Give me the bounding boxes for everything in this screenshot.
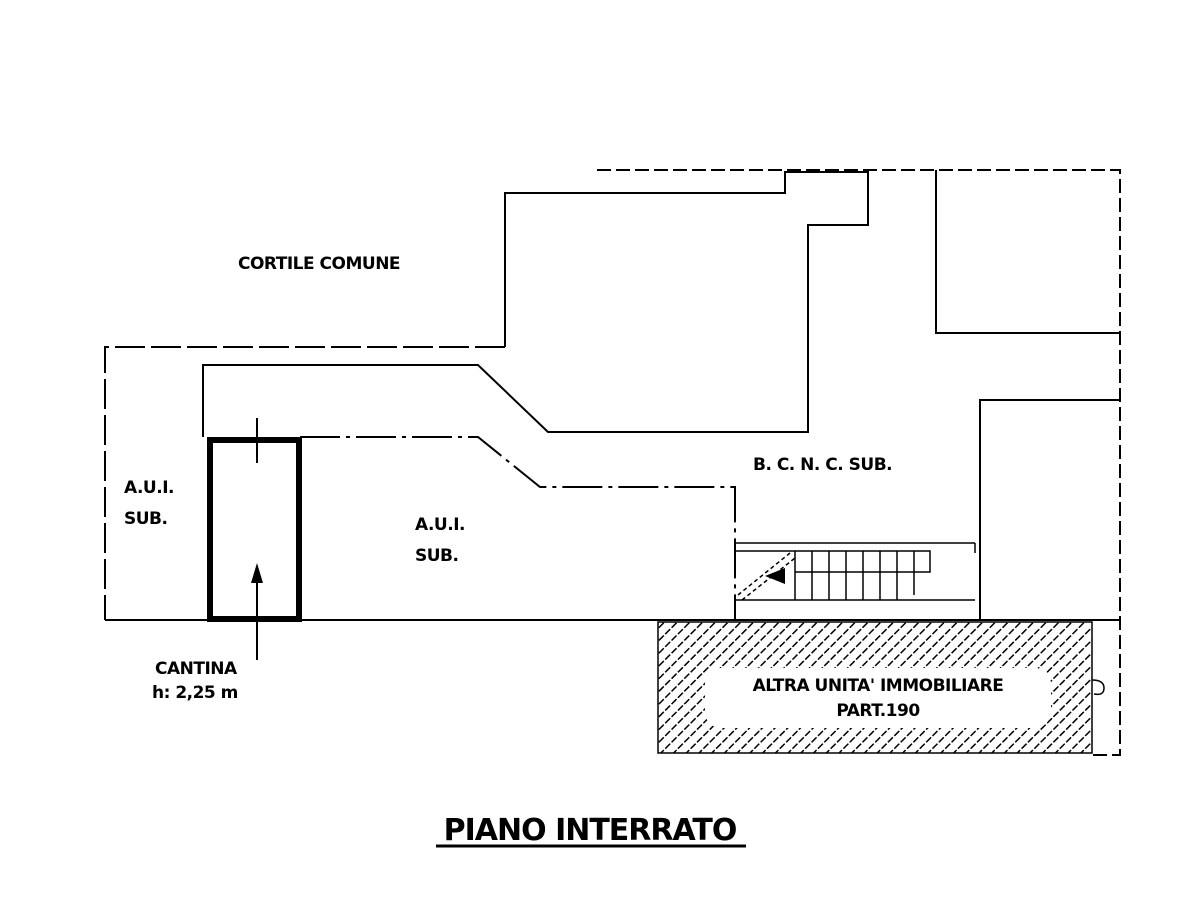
label-bcnc: B. C. N. C. SUB. — [753, 455, 892, 475]
right-box — [979, 399, 1120, 620]
label-aui-mid: A.U.I. — [415, 515, 465, 535]
property-boundary — [597, 169, 1121, 756]
stair-direction-arrow-icon — [765, 568, 785, 584]
right-block — [935, 170, 1120, 334]
label-aui-left: A.U.I. — [124, 478, 174, 498]
label-cortile-comune: CORTILE COMUNE — [238, 254, 400, 274]
cantina-arrow-icon — [251, 563, 263, 583]
label-altra-unita: ALTRA UNITA' IMMOBILIARE — [753, 676, 1004, 696]
interior-wall — [300, 436, 736, 620]
label-part: PART.190 — [836, 701, 920, 721]
left-wing-outline — [104, 346, 505, 620]
label-cantina: CANTINA — [155, 659, 238, 679]
cantina-room — [207, 437, 302, 622]
label-aui-left-sub: SUB. — [124, 509, 167, 529]
staircase — [735, 542, 976, 601]
building-outline — [202, 171, 869, 437]
label-cantina-height: h: 2,25 m — [152, 683, 238, 703]
label-aui-mid-sub: SUB. — [415, 546, 458, 566]
plan-title: PIANO INTERRATO — [444, 813, 737, 848]
